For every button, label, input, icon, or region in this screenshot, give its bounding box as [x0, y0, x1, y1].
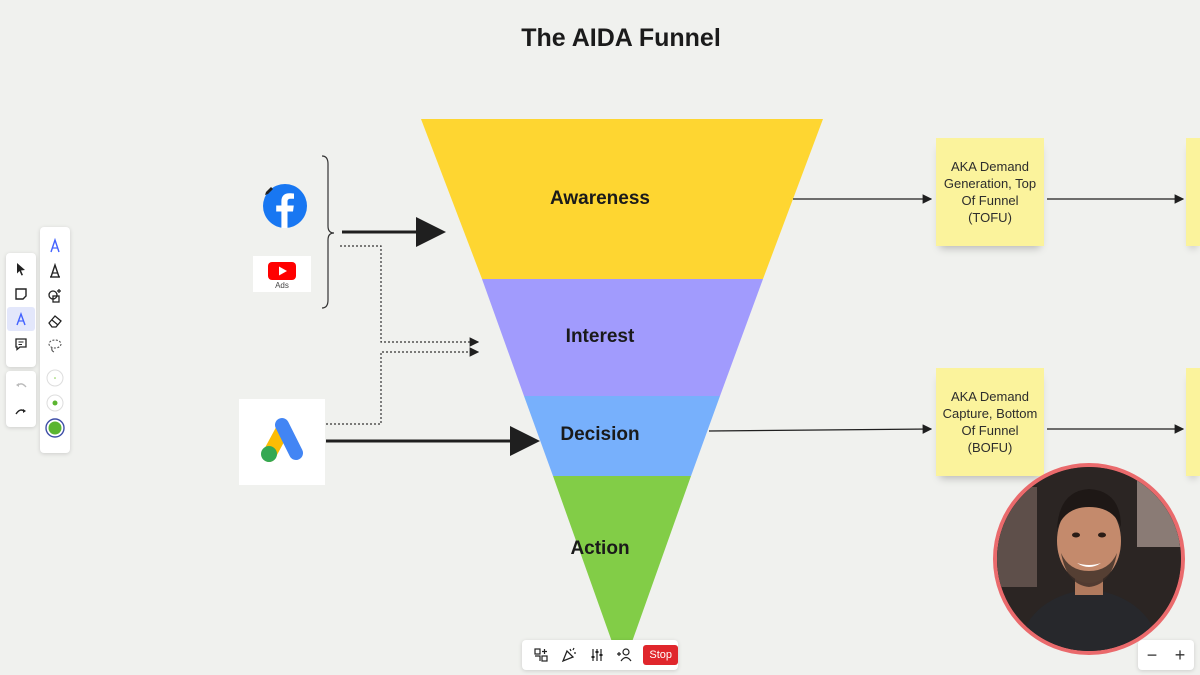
confetti-icon: [561, 647, 576, 663]
comment-tool[interactable]: [7, 332, 35, 356]
pen-option-lasso[interactable]: [41, 334, 69, 358]
highlighter-icon: [50, 263, 60, 278]
pen-option-pen[interactable]: [41, 234, 69, 258]
youtube-icon: [268, 262, 296, 280]
bottom-toolbar: Stop: [522, 640, 679, 670]
google-ads-icon: [261, 418, 303, 462]
comment-icon: [15, 338, 27, 351]
frames-button[interactable]: [528, 642, 554, 668]
reactions-button[interactable]: [556, 642, 582, 668]
eraser-icon: [48, 315, 62, 328]
sticky-note-icon: [15, 288, 27, 300]
settings-sliders-button[interactable]: [584, 642, 610, 668]
sticky-note-bofu-text: AKA Demand Capture, Bottom Of Funnel (BO…: [942, 389, 1038, 455]
facebook-icon: [263, 184, 307, 228]
invite-button[interactable]: [612, 642, 638, 668]
pen-icon: [16, 312, 26, 326]
sticky-note-tofu[interactable]: AKA Demand Generation, Top Of Funnel (TO…: [936, 138, 1044, 246]
undo-icon: [16, 383, 27, 388]
zoom-controls: − +: [1138, 640, 1194, 670]
sliders-icon: [591, 649, 603, 661]
source-bracket: [321, 155, 335, 309]
funnel-stage-interest[interactable]: [482, 279, 763, 396]
zoom-in-button[interactable]: +: [1174, 644, 1186, 665]
funnel-stage-decision[interactable]: [524, 396, 720, 476]
youtube-ads-card[interactable]: Ads: [253, 256, 311, 292]
funnel-stage-awareness[interactable]: [421, 119, 823, 279]
presenter-webcam[interactable]: [993, 463, 1185, 655]
undo-button[interactable]: [7, 375, 35, 399]
sticky-note-tofu-text: AKA Demand Generation, Top Of Funnel (TO…: [943, 159, 1037, 225]
stroke-color-green[interactable]: [41, 416, 69, 440]
pen-option-eraser[interactable]: [41, 309, 69, 333]
youtube-ads-label: Ads: [275, 281, 289, 290]
stroke-size-medium[interactable]: [41, 391, 69, 415]
pen-options-toolbar: [40, 227, 70, 453]
redo-button[interactable]: [7, 400, 35, 424]
stroke-size-small-icon: [46, 369, 64, 387]
add-user-icon: [617, 648, 632, 662]
stop-button[interactable]: Stop: [643, 645, 679, 665]
dotted-connector-google-to-interest[interactable]: [326, 347, 480, 425]
stroke-size-medium-icon: [46, 394, 64, 412]
board-title: The AIDA Funnel: [521, 24, 721, 52]
pen-tool[interactable]: [7, 307, 35, 331]
sticky-note-offscreen-bottom[interactable]: [1186, 368, 1200, 476]
history-toolbar: [6, 371, 36, 427]
cursor-icon: [17, 263, 25, 276]
lasso-icon: [48, 339, 62, 353]
redo-icon: [15, 409, 26, 415]
sticky-note-offscreen-top[interactable]: [1186, 138, 1200, 246]
sticky-note-tool[interactable]: [7, 282, 35, 306]
google-ads-card[interactable]: [239, 399, 325, 485]
select-tool[interactable]: [7, 257, 35, 281]
arrow-decision-to-bofu[interactable]: [708, 424, 933, 434]
frames-icon: [534, 648, 548, 662]
primary-toolbar: [6, 253, 36, 367]
pen-option-smart-drawing[interactable]: [41, 284, 69, 308]
pen-option-highlighter[interactable]: [41, 259, 69, 283]
pen-icon: [50, 238, 60, 253]
pen-cursor-icon: [264, 183, 274, 195]
funnel-stage-action[interactable]: [553, 476, 691, 670]
shapes-plus-icon: [48, 289, 61, 303]
facebook-logo[interactable]: [263, 184, 307, 228]
stroke-size-small[interactable]: [41, 366, 69, 390]
color-swatch-icon: [45, 418, 65, 438]
presenter-avatar: [997, 467, 1181, 651]
zoom-out-button[interactable]: −: [1146, 644, 1158, 665]
dotted-connector-social-to-interest[interactable]: [340, 245, 480, 347]
sticky-note-bofu[interactable]: AKA Demand Capture, Bottom Of Funnel (BO…: [936, 368, 1044, 476]
